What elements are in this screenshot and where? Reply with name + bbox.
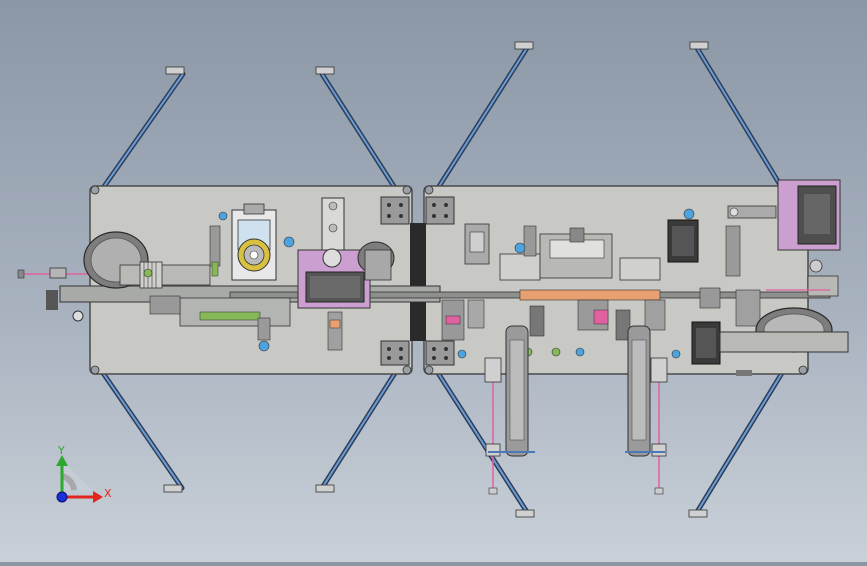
leg-top-right [689, 41, 785, 191]
support-legs [100, 41, 785, 518]
output-reel-right [719, 289, 849, 353]
hmi-panel-right [777, 179, 841, 297]
axis-y-label: Y [57, 444, 65, 457]
axis-x-label: X [104, 487, 112, 500]
material-reel-left [72, 231, 211, 322]
hanging-arms [484, 325, 668, 495]
axis-triad: Y X [56, 444, 112, 503]
leg-bottom-right [688, 370, 785, 518]
leg-bottom-left-1 [100, 370, 185, 493]
leg-top-center [435, 41, 534, 191]
leg-bottom-center [435, 370, 535, 518]
joint-brackets [380, 196, 455, 366]
wheel-module [149, 203, 295, 352]
leg-top-left-2 [315, 66, 398, 191]
leg-bottom-left-2 [315, 370, 398, 493]
punch-stations [441, 223, 681, 359]
vertical-cylinder [321, 197, 345, 351]
leg-top-left-1 [100, 66, 186, 191]
control-box-left [297, 241, 395, 309]
